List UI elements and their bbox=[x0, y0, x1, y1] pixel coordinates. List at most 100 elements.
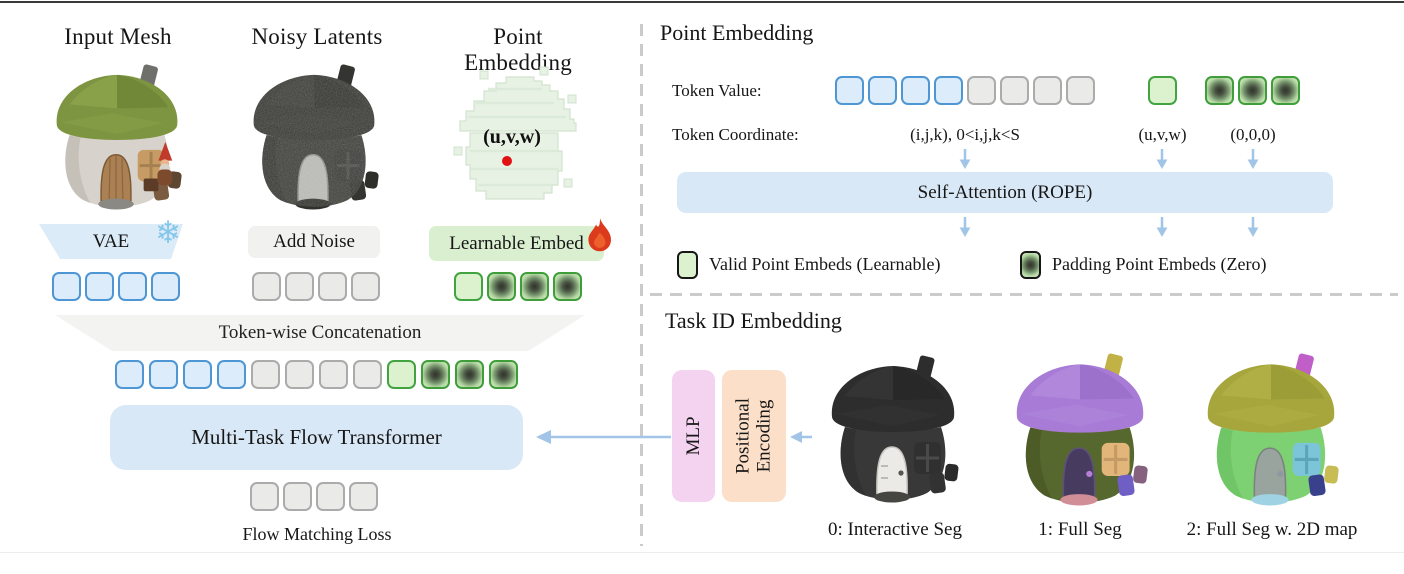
down-arrow-icon bbox=[1247, 217, 1259, 237]
column-title-noisy-latents: Noisy Latents bbox=[251, 24, 383, 49]
vae-token-row bbox=[52, 272, 180, 301]
learnable-embed-box: Learnable Embed bbox=[429, 226, 604, 261]
token-gray bbox=[349, 482, 378, 511]
token-gray bbox=[1033, 76, 1062, 105]
token-gray bbox=[316, 482, 345, 511]
token-green bbox=[387, 360, 416, 389]
token-blue bbox=[151, 272, 180, 301]
transformer-box: Multi-Task Flow Transformer bbox=[110, 405, 523, 470]
horizontal-divider bbox=[650, 293, 1398, 296]
down-arrow-icon bbox=[959, 149, 971, 169]
token-padding bbox=[487, 272, 516, 301]
token-gray bbox=[319, 360, 348, 389]
task-label-1: 1: Full Seg bbox=[1038, 519, 1122, 540]
output-token-row bbox=[250, 482, 378, 511]
valid-embed-swatch bbox=[677, 251, 698, 279]
coordinate-label-ijk: (i,j,k), 0<i,j,k<S bbox=[910, 125, 1020, 144]
token-blue bbox=[868, 76, 897, 105]
token-padding bbox=[421, 360, 450, 389]
valid-embed-legend-label: Valid Point Embeds (Learnable) bbox=[709, 254, 941, 274]
vae-label: VAE bbox=[92, 230, 130, 252]
noisy-latents-image bbox=[240, 62, 388, 212]
positional-encoding-label: Positional Encoding bbox=[732, 398, 775, 475]
token-value-valid-row bbox=[1148, 76, 1177, 105]
coordinate-label-000: (0,0,0) bbox=[1230, 125, 1276, 144]
add-noise-label: Add Noise bbox=[273, 231, 355, 252]
token-green bbox=[454, 272, 483, 301]
token-blue bbox=[934, 76, 963, 105]
mlp-label: MLP bbox=[682, 416, 704, 456]
mlp-to-transformer-arrow bbox=[536, 430, 671, 444]
token-gray bbox=[252, 272, 281, 301]
token-blue bbox=[85, 272, 114, 301]
coordinate-label-uvw: (u,v,w) bbox=[1138, 125, 1187, 144]
token-blue bbox=[52, 272, 81, 301]
padding-embed-legend-label: Padding Point Embeds (Zero) bbox=[1052, 254, 1267, 274]
task-label-0: 0: Interactive Seg bbox=[827, 519, 962, 540]
token-gray bbox=[967, 76, 996, 105]
funnel-label: Token-wise Concatenation bbox=[218, 322, 422, 343]
task-id-panel-title: Task ID Embedding bbox=[665, 308, 842, 333]
positional-encoding-box: Positional Encoding bbox=[722, 370, 786, 502]
token-gray bbox=[1000, 76, 1029, 105]
token-gray bbox=[285, 360, 314, 389]
concat-token-row bbox=[115, 360, 518, 389]
token-padding bbox=[553, 272, 582, 301]
token-blue bbox=[149, 360, 178, 389]
self-attention-box: Self-Attention (ROPE) bbox=[677, 172, 1333, 213]
loss-label: Flow Matching Loss bbox=[242, 524, 392, 544]
down-arrow-icon bbox=[1156, 149, 1168, 169]
down-arrow-icon bbox=[959, 217, 971, 237]
embed-token-row bbox=[454, 272, 582, 301]
token-green bbox=[1148, 76, 1177, 105]
vertical-divider bbox=[640, 24, 643, 546]
token-padding bbox=[520, 272, 549, 301]
token-blue bbox=[835, 76, 864, 105]
token-padding bbox=[489, 360, 518, 389]
bottom-rule bbox=[0, 552, 1404, 553]
token-blue bbox=[118, 272, 147, 301]
token-gray bbox=[283, 482, 312, 511]
token-padding bbox=[455, 360, 484, 389]
token-gray bbox=[1066, 76, 1095, 105]
down-arrow-icon bbox=[1247, 149, 1259, 169]
input-mesh-image bbox=[43, 62, 191, 212]
transformer-label: Multi-Task Flow Transformer bbox=[191, 425, 442, 449]
house-to-encoding-arrow bbox=[790, 431, 812, 443]
self-attention-label: Self-Attention (ROPE) bbox=[917, 181, 1093, 203]
mlp-box: MLP bbox=[672, 370, 715, 502]
token-value-label: Token Value: bbox=[672, 81, 762, 100]
token-blue bbox=[183, 360, 212, 389]
token-gray bbox=[285, 272, 314, 301]
task-house-full-seg-2d bbox=[1188, 352, 1354, 507]
token-gray bbox=[318, 272, 347, 301]
task-house-full-seg bbox=[1000, 352, 1160, 507]
token-value-padding-row bbox=[1205, 76, 1300, 105]
task-house-interactive-seg bbox=[818, 352, 968, 506]
learnable-embed-label: Learnable Embed bbox=[449, 232, 584, 254]
noise-token-row bbox=[252, 272, 380, 301]
token-value-latents-row bbox=[835, 76, 1095, 105]
vae-box: VAE bbox=[39, 224, 183, 259]
token-blue bbox=[901, 76, 930, 105]
point-embedding-image: (u,v,w) bbox=[440, 58, 590, 210]
token-gray bbox=[251, 360, 280, 389]
down-arrow-icon bbox=[1156, 217, 1168, 237]
token-gray bbox=[353, 360, 382, 389]
token-blue bbox=[115, 360, 144, 389]
add-noise-box: Add Noise bbox=[248, 226, 380, 258]
point-embedding-panel-title: Point Embedding bbox=[660, 20, 814, 45]
padding-embed-swatch bbox=[1020, 251, 1041, 279]
concatenation-funnel: Token-wise Concatenation bbox=[55, 315, 585, 351]
token-gray bbox=[250, 482, 279, 511]
token-padding bbox=[1271, 76, 1300, 105]
flame-icon bbox=[588, 218, 611, 252]
token-padding bbox=[1238, 76, 1267, 105]
top-rule bbox=[0, 1, 1404, 3]
token-gray bbox=[351, 272, 380, 301]
token-coordinate-label: Token Coordinate: bbox=[672, 125, 799, 144]
task-label-2: 2: Full Seg w. 2D map bbox=[1186, 519, 1358, 540]
token-padding bbox=[1205, 76, 1234, 105]
column-title-input-mesh: Input Mesh bbox=[64, 24, 172, 49]
